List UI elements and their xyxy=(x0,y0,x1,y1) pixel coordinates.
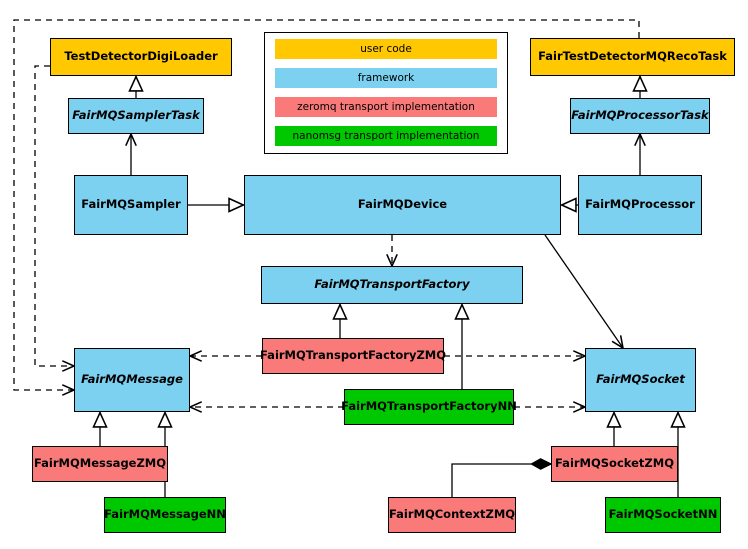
class-label: FairMQMessage xyxy=(81,372,183,387)
legend-label-nanomsg: nanomsg transport implementation xyxy=(292,130,480,142)
class-label: FairMQDevice xyxy=(357,197,448,212)
class-node-fairmqmessagenn[interactable]: FairMQMessageNN xyxy=(104,497,226,533)
class-label: TestDetectorDigiLoader xyxy=(64,49,218,64)
class-node-fairmqsocketnn[interactable]: FairMQSocketNN xyxy=(605,497,721,533)
class-label: FairMQProcessorTask xyxy=(571,108,709,123)
class-node-fairmqprocessor[interactable]: FairMQProcessor xyxy=(578,175,702,235)
legend-item-nanomsg: nanomsg transport implementation xyxy=(275,126,497,146)
legend-label-zeromq: zeromq transport implementation xyxy=(297,101,475,113)
class-label: FairMQMessageZMQ xyxy=(33,456,167,471)
class-node-fairmqsampler[interactable]: FairMQSampler xyxy=(74,175,188,235)
legend-label-user-code: user code xyxy=(360,43,412,55)
class-node-fairmqsamplertask[interactable]: FairMQSamplerTask xyxy=(68,98,204,134)
legend-item-user-code: user code xyxy=(275,39,497,59)
class-node-fairmqsocket[interactable]: FairMQSocket xyxy=(585,348,696,412)
class-label: FairMQSocketNN xyxy=(608,507,718,522)
class-label: FairMQTransportFactoryZMQ xyxy=(260,348,447,363)
class-label: FairMQSocket xyxy=(596,372,685,387)
class-node-fairmqprocessortask[interactable]: FairMQProcessorTask xyxy=(570,98,710,134)
class-node-fairmqtransportfactorynn[interactable]: FairMQTransportFactoryNN xyxy=(341,389,517,425)
class-node-testdetectordigiloader[interactable]: TestDetectorDigiLoader xyxy=(50,38,232,76)
class-label: FairTestDetectorMQRecoTask xyxy=(538,49,727,64)
class-node-fairmqmessagezmq[interactable]: FairMQMessageZMQ xyxy=(32,446,168,482)
legend-item-framework: framework xyxy=(275,68,497,88)
class-label: FairMQMessageNN xyxy=(104,507,226,522)
legend-label-framework: framework xyxy=(357,72,415,84)
class-label: FairMQSamplerTask xyxy=(72,108,200,123)
class-node-fairmqtransportfactoryzmq[interactable]: FairMQTransportFactoryZMQ xyxy=(260,338,447,374)
class-node-fairmqtransportfactory[interactable]: FairMQTransportFactory xyxy=(261,266,523,304)
class-label: FairMQSocketZMQ xyxy=(555,456,674,471)
class-label: FairMQTransportFactory xyxy=(314,277,470,292)
legend-item-zeromq: zeromq transport implementation xyxy=(275,97,497,117)
class-node-fairmqdevice[interactable]: FairMQDevice xyxy=(244,175,561,235)
class-node-fairtestdetectormqrecotask[interactable]: FairTestDetectorMQRecoTask xyxy=(530,38,735,76)
class-node-fairmqcontextzmq[interactable]: FairMQContextZMQ xyxy=(388,497,516,533)
class-label: FairMQSampler xyxy=(81,197,181,212)
class-label: FairMQContextZMQ xyxy=(388,507,516,522)
class-label: FairMQTransportFactoryNN xyxy=(341,399,517,414)
class-label: FairMQProcessor xyxy=(585,197,695,212)
class-node-fairmqsocketzmq[interactable]: FairMQSocketZMQ xyxy=(551,446,678,482)
legend-panel: user code framework zeromq transport imp… xyxy=(264,32,508,154)
class-node-fairmqmessage[interactable]: FairMQMessage xyxy=(74,348,190,412)
